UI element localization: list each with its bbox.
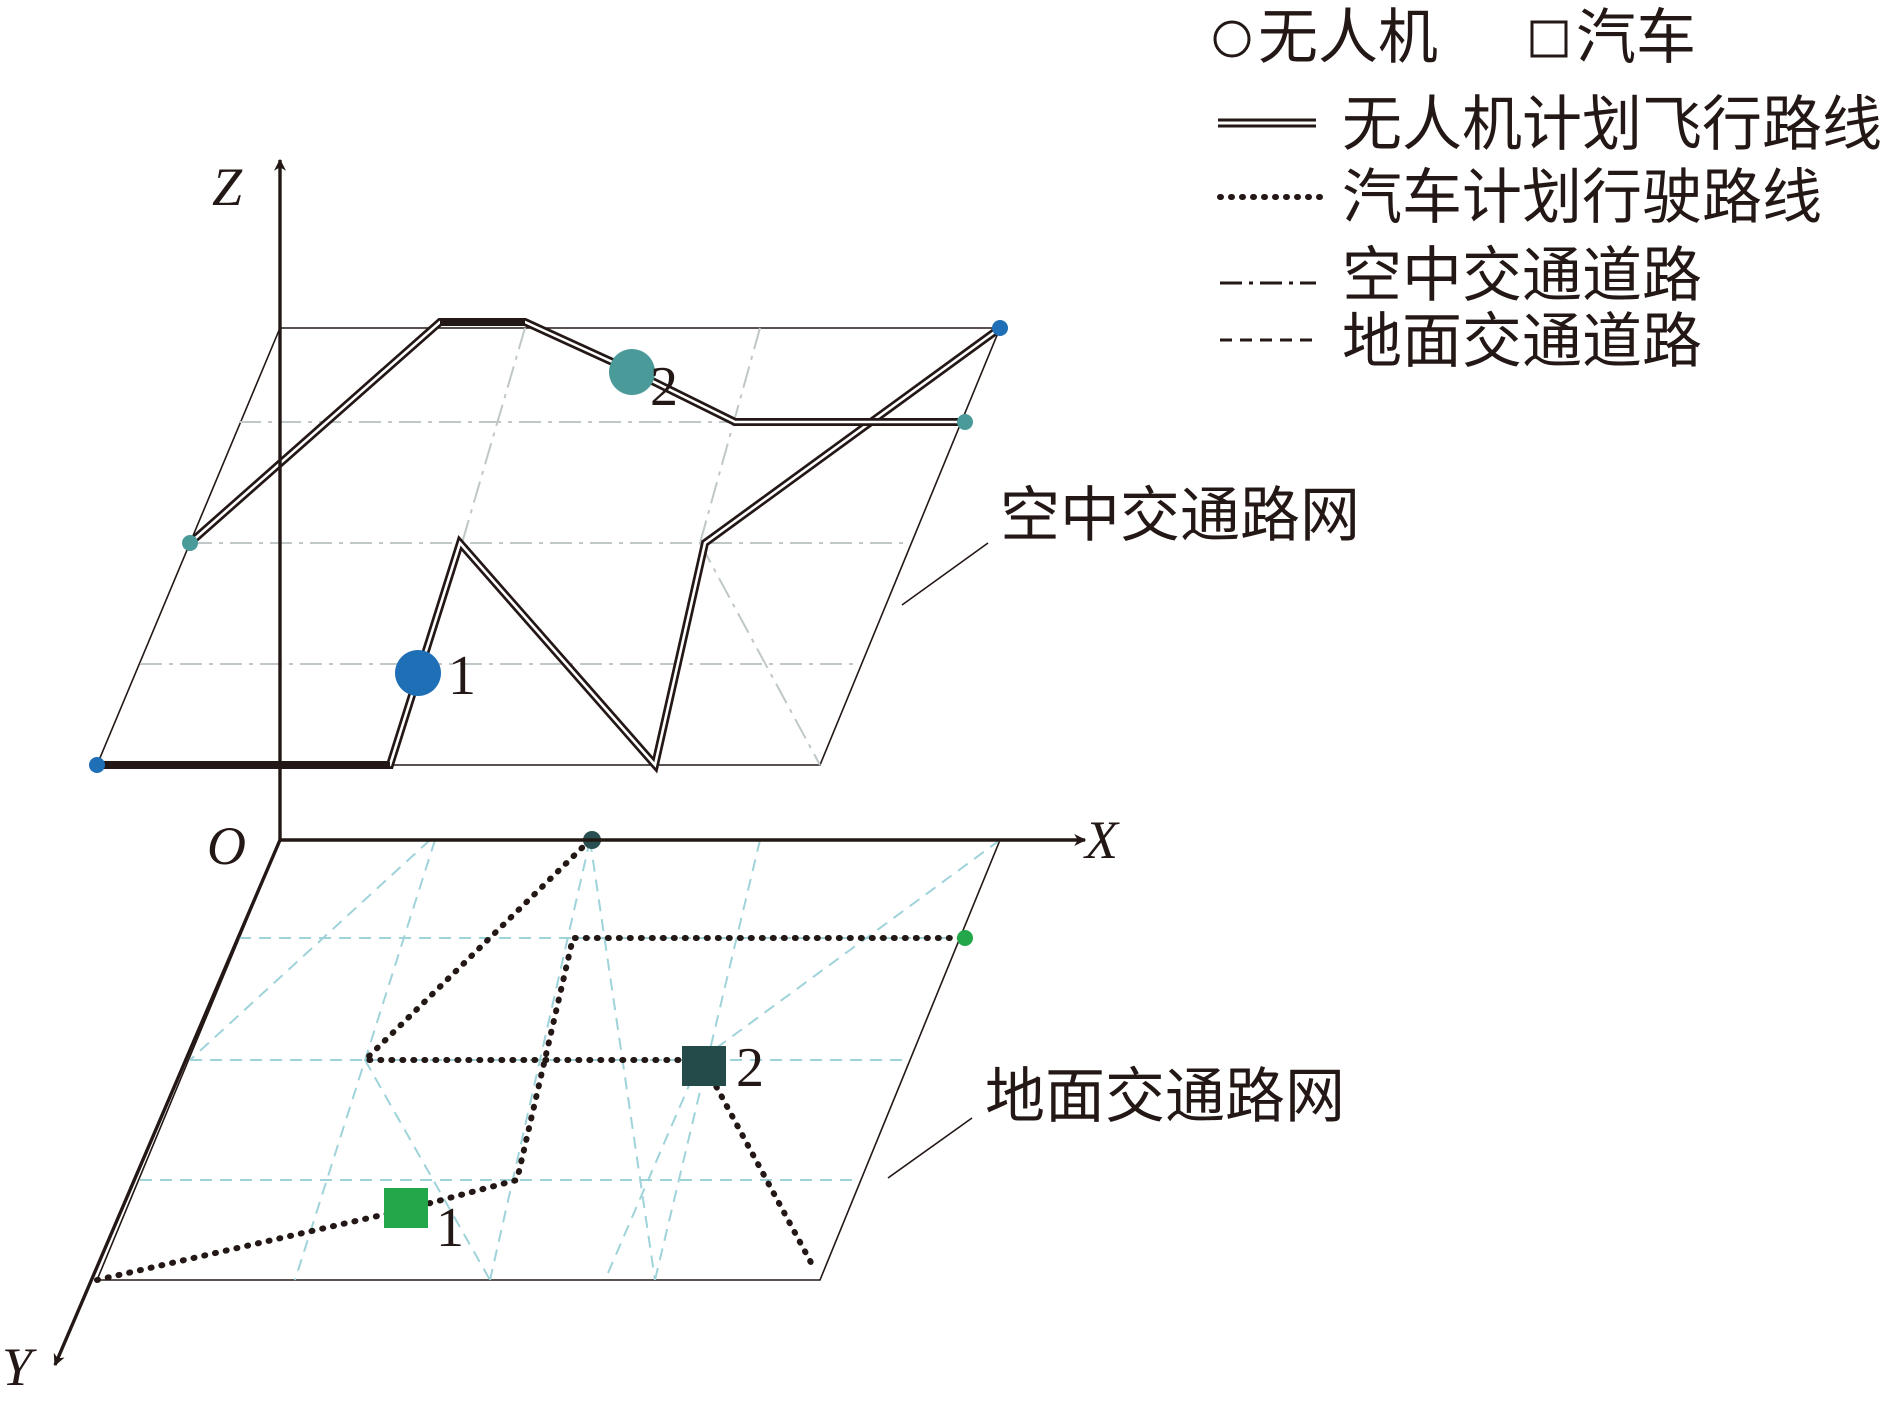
- legend-car: 汽车: [1576, 3, 1696, 73]
- ground-network: 1 2: [94, 831, 1002, 1283]
- legend-uav-symbol-icon: [1213, 20, 1251, 58]
- axes: Z X Y O: [2, 157, 1120, 1397]
- air-network-label: 空中交通路网: [1000, 481, 1360, 551]
- uav-1-marker: [395, 650, 441, 696]
- uav-1-end-point: [992, 320, 1008, 336]
- legend-car-symbol-icon: [1530, 20, 1568, 58]
- ground-network-leader: [887, 1117, 973, 1179]
- legend-car-route: 汽车计划行驶路线: [1342, 163, 1822, 233]
- uav-2-start-point: [182, 535, 198, 551]
- car-1-route: [94, 935, 968, 1283]
- uav-2-marker: [609, 349, 655, 395]
- z-axis-label: Z: [212, 157, 243, 217]
- car-1-marker: [384, 1188, 428, 1228]
- air-road-grid: [140, 327, 965, 766]
- air-plane-outline: [95, 327, 1002, 766]
- network-labels: 空中交通路网 地面交通路网: [887, 481, 1360, 1179]
- y-axis: [53, 839, 282, 1367]
- ground-network-label: 地面交通路网: [985, 1062, 1345, 1132]
- uav-1-route: [97, 324, 1003, 774]
- x-axis-label: X: [1083, 810, 1120, 870]
- car-1-label: 1: [436, 1197, 464, 1259]
- uav-1-label: 1: [448, 645, 476, 707]
- legend: 无人机 汽车 无人机计划飞行路线 汽车计划行驶路线 空中交通道路 地面交通道路: [1213, 3, 1882, 377]
- car-1-end-point: [957, 930, 973, 946]
- legend-ground-road: 地面交通道路: [1342, 307, 1702, 377]
- uav-2-end-point: [957, 414, 973, 430]
- air-network: 1 2: [89, 318, 1008, 774]
- uav-flight-routes: [97, 318, 1003, 774]
- origin-label: O: [207, 816, 246, 876]
- car-driving-routes: [94, 837, 968, 1283]
- uav-2-route: [187, 318, 965, 546]
- y-axis-label: Y: [2, 1337, 37, 1397]
- car-2-marker: [682, 1046, 726, 1086]
- uav-2-label: 2: [650, 356, 678, 418]
- uav-1-start-point: [89, 757, 105, 773]
- car-2-route: [357, 837, 818, 1273]
- air-network-leader: [901, 542, 989, 606]
- legend-air-road: 空中交通道路: [1342, 241, 1702, 311]
- legend-uav: 无人机: [1258, 3, 1438, 73]
- car-2-label: 2: [736, 1037, 764, 1099]
- legend-uav-route: 无人机计划飞行路线: [1342, 90, 1882, 160]
